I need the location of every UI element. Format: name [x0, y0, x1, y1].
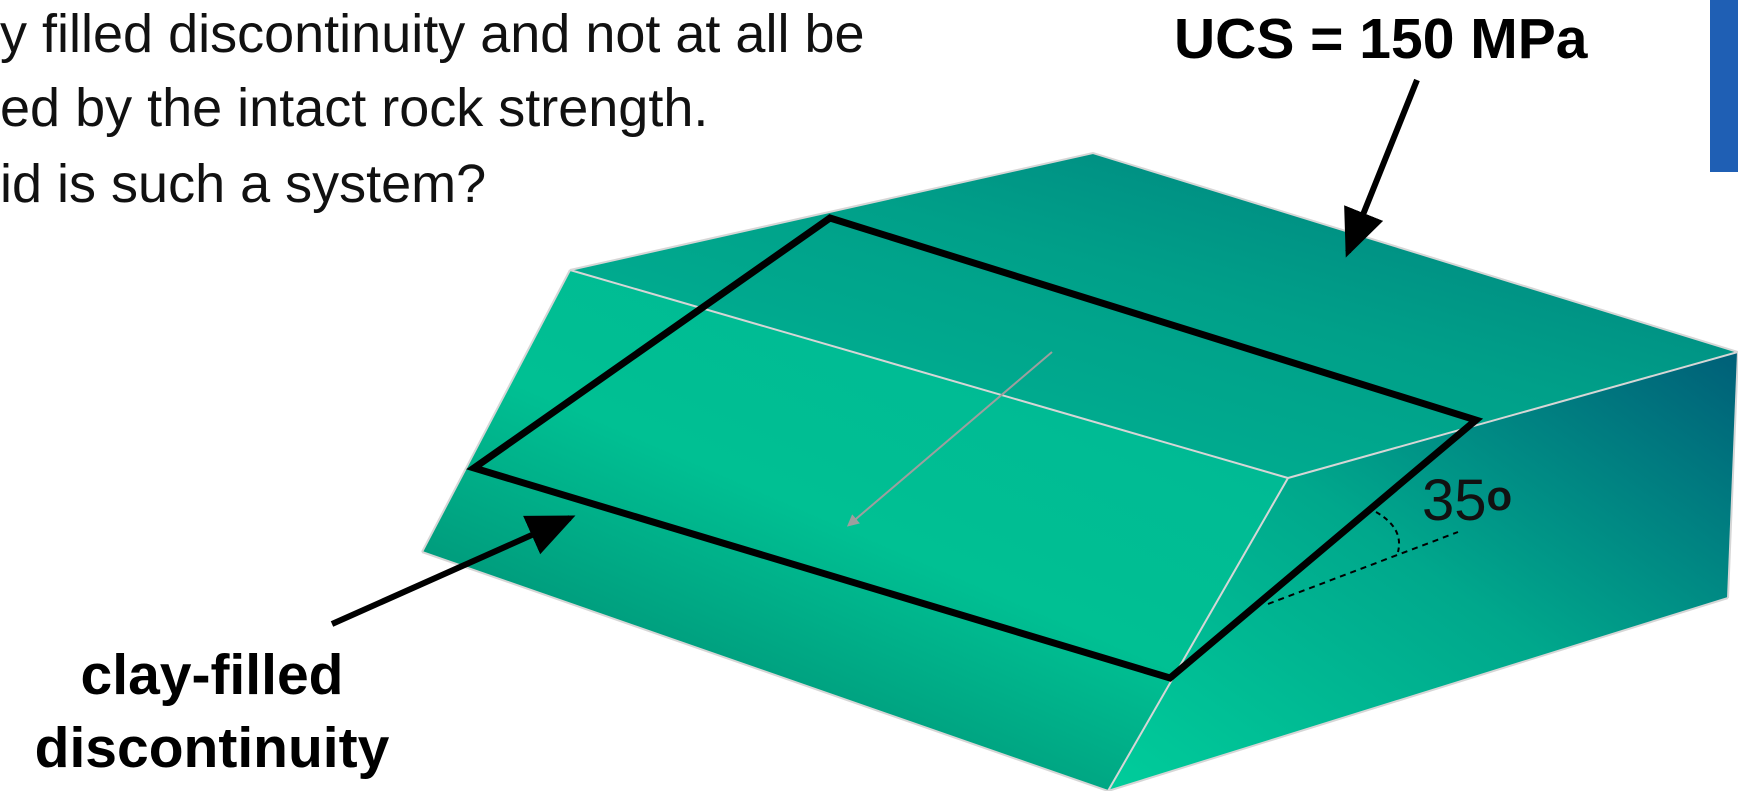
- discontinuity-plane-outline: [466, 214, 1484, 682]
- block-slope-face: [422, 270, 1288, 791]
- angle-horizontal-line: [1267, 531, 1459, 605]
- edge-bottom-left: [421, 551, 1109, 791]
- edge-front-vertical: [1107, 477, 1289, 791]
- edge-top-back: [569, 151, 1738, 353]
- block-right-face: [1108, 352, 1738, 791]
- edge-top-right: [1287, 351, 1738, 479]
- block-top-face: [570, 153, 1738, 478]
- ucs-label: UCS = 150 MPa: [1174, 7, 1589, 71]
- ucs-pointer-arrow: [1344, 78, 1420, 258]
- dip-direction-arrow: [846, 351, 1053, 527]
- text-line-2: ed by the intact rock strength.: [0, 78, 708, 138]
- discontinuity-label-line-1: clay-filled: [81, 643, 344, 707]
- discontinuity-label-line-2: discontinuity: [35, 716, 390, 780]
- text-line-1: y filled discontinuity and not at all be: [0, 4, 865, 64]
- rock-block: [421, 151, 1738, 791]
- edge-left-slope: [421, 269, 571, 553]
- text-line-3: id is such a system?: [0, 154, 486, 214]
- edge-top-front: [569, 269, 1289, 479]
- edge-bottom-right: [1107, 597, 1729, 791]
- accent-bar: [1710, 0, 1738, 172]
- angle-arc: [1375, 511, 1400, 553]
- angle-value: 35: [1422, 468, 1487, 533]
- degree-symbol: o: [1487, 472, 1513, 519]
- edge-right-vertical: [1727, 351, 1738, 599]
- discontinuity-pointer-arrow: [330, 515, 576, 627]
- angle-label: 35o: [1422, 468, 1512, 533]
